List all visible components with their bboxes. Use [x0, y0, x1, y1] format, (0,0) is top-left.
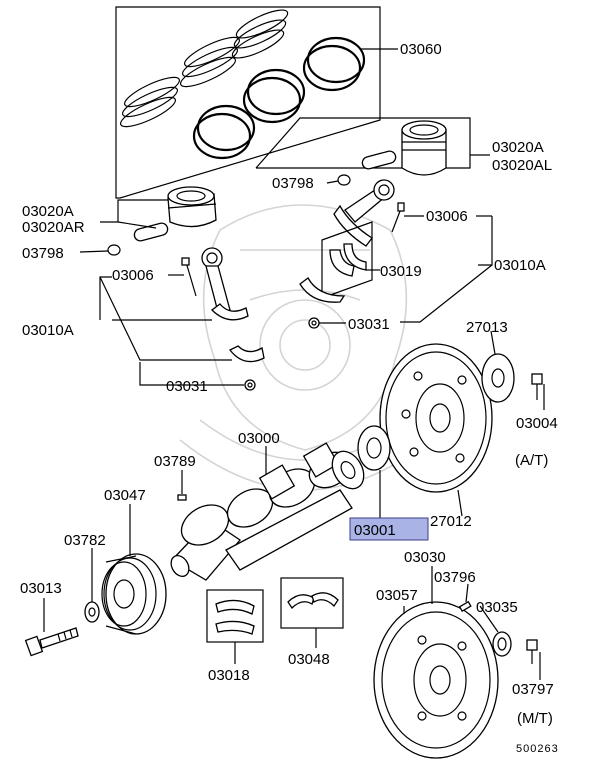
- thrust-washer-set[interactable]: [280, 577, 344, 629]
- adapter-plate[interactable]: [481, 353, 515, 403]
- label-27012: 27012: [430, 513, 472, 530]
- piston-rings-small: [120, 9, 289, 128]
- main-bearing-set[interactable]: [206, 589, 264, 643]
- piston-ring-set[interactable]: [115, 5, 398, 199]
- note-at: (A/T): [515, 452, 548, 469]
- connecting-rod-right[interactable]: [333, 179, 405, 247]
- piston-left: [167, 186, 217, 228]
- label-03047: 03047: [104, 487, 146, 504]
- flywheel-bolt-mt[interactable]: [526, 639, 538, 664]
- crankshaft[interactable]: [168, 442, 371, 581]
- label-27013: 27013: [466, 319, 508, 336]
- label-03018: 03018: [208, 667, 250, 684]
- rod-bearing-right[interactable]: [321, 221, 380, 299]
- label-03035: 03035: [476, 599, 518, 616]
- rod-cap-left[interactable]: [228, 345, 265, 391]
- highlight-03001[interactable]: [349, 517, 429, 541]
- pulley-washer[interactable]: [84, 601, 100, 623]
- label-03019: 03019: [380, 263, 422, 280]
- flywheel-bolt-at[interactable]: [531, 373, 543, 400]
- piston-pin-right: [361, 150, 397, 170]
- rod-cap-right[interactable]: [299, 277, 346, 329]
- label-03789: 03789: [154, 453, 196, 470]
- label-03010a-right: 03010A: [494, 257, 546, 274]
- label-03006-left: 03006: [112, 267, 154, 284]
- woodruff-key[interactable]: [177, 494, 187, 501]
- label-03798-right: 03798: [272, 175, 314, 192]
- label-03030: 03030: [404, 549, 446, 566]
- piston-right-group[interactable]: [255, 117, 471, 186]
- diagram-id: 500263: [516, 743, 559, 755]
- crankshaft-pulley[interactable]: [101, 553, 167, 635]
- label-03020a-right: 03020A: [492, 139, 544, 156]
- note-mt: (M/T): [517, 710, 553, 727]
- pilot-bearing[interactable]: [492, 631, 512, 657]
- label-03000: 03000: [238, 430, 280, 447]
- label-03048: 03048: [288, 651, 330, 668]
- drive-plate-at[interactable]: [379, 343, 493, 493]
- piston-right: [401, 120, 447, 176]
- label-03013: 03013: [20, 580, 62, 597]
- label-03006-right: 03006: [426, 208, 468, 225]
- label-03797: 03797: [512, 681, 554, 698]
- label-03782: 03782: [64, 532, 106, 549]
- label-03057: 03057: [376, 587, 418, 604]
- pulley-bolt[interactable]: [24, 627, 79, 657]
- flywheel-dowel[interactable]: [458, 600, 472, 612]
- piston-rings-large: [192, 36, 366, 160]
- crankshaft-spacer[interactable]: [357, 425, 391, 471]
- label-03060: 03060: [400, 41, 442, 58]
- label-03798-left: 03798: [22, 245, 64, 262]
- label-03010a-left: 03010A: [22, 322, 74, 339]
- label-03004: 03004: [516, 415, 558, 432]
- label-03001: 03001: [354, 522, 396, 539]
- piston-pin-left: [133, 222, 169, 242]
- connecting-rod-left[interactable]: [181, 247, 249, 321]
- label-03031-left: 03031: [166, 378, 208, 395]
- label-03020al: 03020AL: [492, 157, 552, 174]
- flywheel-mt[interactable]: [373, 601, 499, 759]
- piston-left-group[interactable]: [107, 186, 217, 256]
- label-03031-right: 03031: [348, 316, 390, 333]
- label-03020ar: 03020AR: [22, 219, 85, 236]
- label-03020a-left: 03020A: [22, 203, 74, 220]
- label-03796: 03796: [434, 569, 476, 586]
